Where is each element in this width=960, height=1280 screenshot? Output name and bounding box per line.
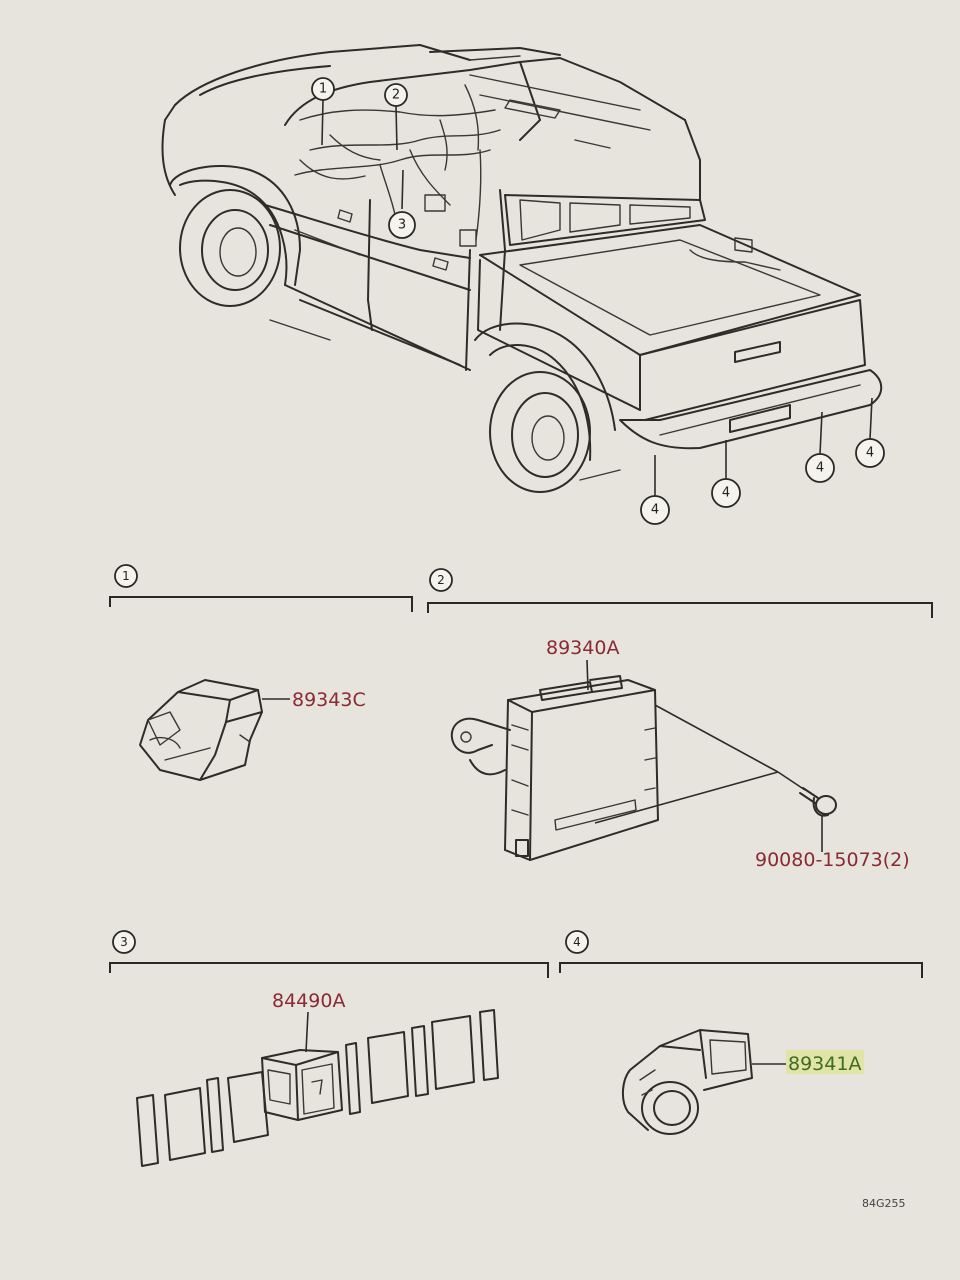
pickup-truck-illustration	[161, 44, 883, 493]
bolt-leader-upper	[654, 704, 779, 773]
vehicle-callouts: 1 2 3 4 4 4 4	[311, 77, 885, 525]
callout-4-label: 4	[866, 446, 874, 461]
callout-2[interactable]: 2	[384, 83, 408, 107]
figure-code: 84G255	[862, 1197, 906, 1210]
callout-4-rear-center-left[interactable]: 4	[711, 478, 741, 508]
callout-4-label: 4	[816, 461, 824, 476]
part-number-89343c[interactable]: 89343C	[292, 689, 366, 711]
callout-2-label: 2	[392, 88, 400, 103]
bolt-leader-lower	[594, 771, 779, 824]
section-4-marker	[565, 930, 589, 954]
section-2-bracket	[427, 602, 933, 618]
part-84490a-illustration[interactable]	[261, 1049, 343, 1121]
part-number-84490a[interactable]: 84490A	[272, 990, 345, 1012]
section-4-number: 4	[573, 935, 581, 949]
section-1-marker	[114, 564, 138, 588]
callout-4-rear-left[interactable]: 4	[640, 495, 670, 525]
callout-1[interactable]: 1	[311, 77, 335, 101]
section-2: 2 89340A	[427, 568, 933, 871]
callout-4-label: 4	[651, 503, 659, 518]
section-1: 1 89343C	[109, 564, 413, 781]
callout-4-rear-center-right[interactable]: 4	[805, 453, 835, 483]
section-4-bracket	[559, 962, 923, 978]
callout-4-label: 4	[722, 486, 730, 501]
callout-3[interactable]: 3	[388, 211, 416, 239]
callout-1-label: 1	[319, 82, 327, 97]
section-2-number: 2	[437, 573, 445, 587]
part-89341a-illustration[interactable]	[622, 1029, 753, 1135]
part-number-90080-15073[interactable]: 90080-15073(2)	[755, 849, 910, 871]
part-89343c-illustration[interactable]	[139, 679, 263, 781]
part-89340a-illustration[interactable]	[450, 675, 659, 861]
part-89340a-leader	[586, 659, 589, 691]
section-3-bracket	[109, 962, 549, 978]
switch-panel-illustration	[136, 1009, 499, 1167]
bolt-90080-15073-illustration[interactable]	[799, 787, 837, 817]
section-1-number: 1	[122, 569, 130, 583]
part-number-89340a[interactable]: 89340A	[546, 637, 619, 659]
vehicle-callout-leaders	[321, 99, 873, 496]
section-4: 4 89341A	[559, 930, 923, 1135]
part-89341a-highlight	[786, 1050, 864, 1074]
callout-4-rear-right[interactable]: 4	[855, 438, 885, 468]
part-number-89341a[interactable]: 89341A	[788, 1053, 861, 1075]
part-84490a-leader	[305, 1011, 309, 1053]
callout-3-label: 3	[398, 218, 406, 233]
section-3-marker	[112, 930, 136, 954]
section-1-bracket	[109, 596, 413, 612]
section-2-marker	[429, 568, 453, 592]
section-3: 3 84490A	[109, 930, 549, 1167]
section-3-number: 3	[120, 935, 128, 949]
bolt-leader-join	[777, 771, 806, 791]
